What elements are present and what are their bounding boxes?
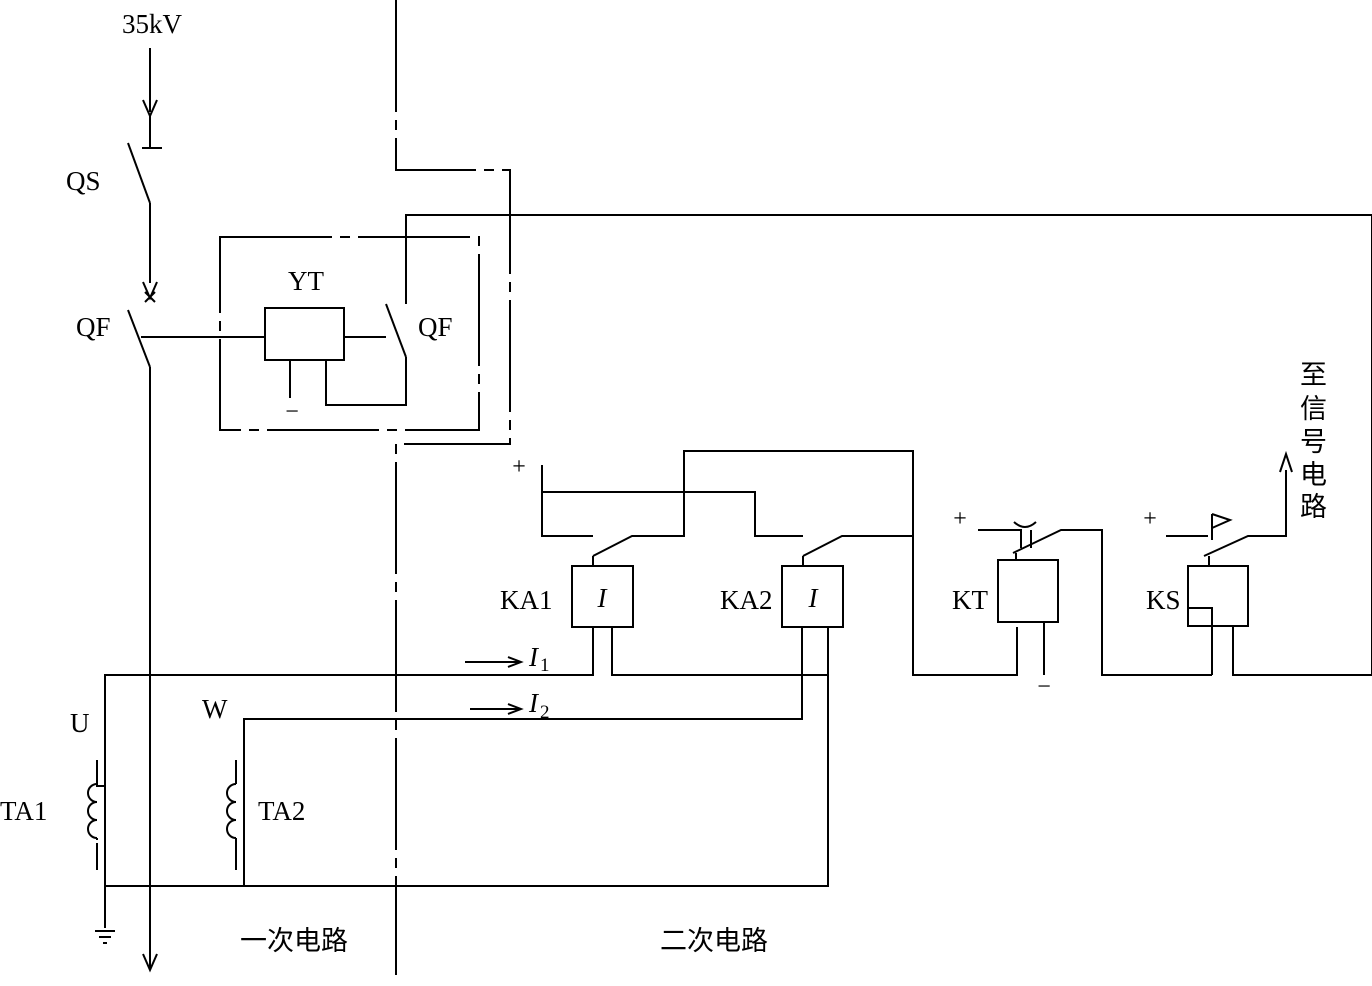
ks-label: KS <box>1146 585 1181 615</box>
yt-label: YT <box>288 266 324 296</box>
voltage-label: 35kV <box>122 9 183 39</box>
secondary-circuit-label: 二次电路 <box>660 926 768 957</box>
qf-main-label: QF <box>76 312 111 342</box>
ka1-label: KA1 <box>500 585 553 615</box>
current-i1-subscript: 1 <box>540 655 550 676</box>
to-signal-char-2: 信 <box>1300 394 1327 425</box>
ta2-label: TA2 <box>258 796 305 826</box>
yt-minus-sign: − <box>285 399 299 425</box>
ta2-current-transformer <box>226 760 245 886</box>
primary-circuit-label: 一次电路 <box>240 926 348 957</box>
current-arrow-i1 <box>465 656 524 668</box>
to-signal-char-5: 路 <box>1300 492 1327 523</box>
circuit-boundary-line <box>395 0 511 975</box>
operating-mechanism-box <box>219 236 480 431</box>
current-i2-subscript: 2 <box>540 702 550 723</box>
qf-aux-label: QF <box>418 312 453 342</box>
yt-trip-coil: − <box>220 214 1372 675</box>
ka2-label: KA2 <box>720 585 773 615</box>
phase-u-label: U <box>70 708 90 738</box>
ka2-relay: I <box>105 535 913 887</box>
ka1-relay-symbol: I <box>597 583 609 613</box>
ks-signal-relay: + <box>1143 450 1372 676</box>
to-signal-char-4: 电 <box>1300 460 1327 491</box>
plus-sign-ks: + <box>1143 506 1157 532</box>
kt-minus-sign: − <box>1037 674 1051 700</box>
plus-sign-kt: + <box>953 506 967 532</box>
ka1-relay: I <box>104 450 914 786</box>
ta1-label: TA1 <box>0 796 47 826</box>
current-i1-label: I <box>528 642 540 672</box>
ka2-relay-symbol: I <box>808 583 820 613</box>
current-arrow-i2 <box>470 703 524 715</box>
current-i2-label: I <box>528 688 540 718</box>
to-signal-char-3: 号 <box>1300 427 1327 458</box>
ta1-current-transformer <box>87 760 115 944</box>
to-signal-circuit-label: 至 信 号 电 路 <box>1300 360 1327 523</box>
kt-time-relay: + − <box>912 506 1212 700</box>
positive-supply-bus: + <box>512 454 803 537</box>
to-signal-char-1: 至 <box>1300 360 1327 391</box>
kt-label: KT <box>952 585 988 615</box>
primary-bus <box>127 48 220 973</box>
plus-sign-ka: + <box>512 454 526 480</box>
qs-label: QS <box>66 166 101 196</box>
phase-w-label: W <box>202 694 228 724</box>
